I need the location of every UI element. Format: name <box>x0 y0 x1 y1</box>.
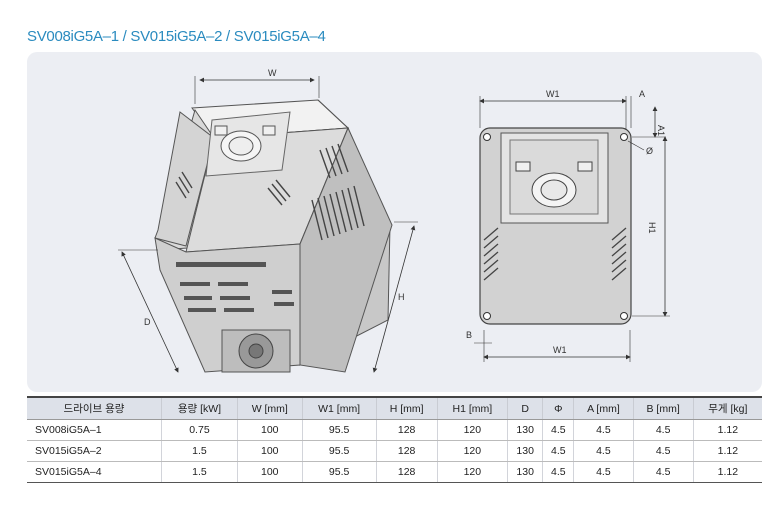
cell: 120 <box>436 419 508 441</box>
col-drive-capacity: 드라이브 용량 <box>27 396 162 420</box>
spec-table: 드라이브 용량 용량 [kW] W [mm] W1 [mm] H [mm] H1… <box>27 396 762 483</box>
col-h: H [mm] <box>375 396 438 420</box>
cell: 4.5 <box>632 419 694 441</box>
cell: 4.5 <box>573 461 634 483</box>
iso-h-label: H <box>398 292 405 302</box>
table-row: SV015iG5A–4 1.5 100 95.5 128 120 130 4.5… <box>27 461 762 483</box>
front-view: W1 A A1 Ø H1 W1 B <box>466 89 670 362</box>
cell: 1.12 <box>692 461 762 483</box>
cell: 1.12 <box>692 419 762 441</box>
col-w: W [mm] <box>236 396 303 420</box>
cell: 95.5 <box>301 461 377 483</box>
cell: 4.5 <box>573 419 634 441</box>
isometric-view: W D H <box>118 68 418 373</box>
cell: 128 <box>375 440 438 462</box>
front-w1-top-label: W1 <box>546 89 560 99</box>
cell: 128 <box>375 419 438 441</box>
front-b-label: B <box>466 330 472 340</box>
table-row: SV008iG5A–1 0.75 100 95.5 128 120 130 4.… <box>27 419 762 441</box>
cell: 4.5 <box>542 419 574 441</box>
front-h1-label: H1 <box>647 222 657 234</box>
cell: 0.75 <box>161 419 238 441</box>
iso-w-label: W <box>268 68 277 78</box>
cell: 100 <box>236 419 303 441</box>
cell: 1.12 <box>692 440 762 462</box>
cell: 4.5 <box>632 440 694 462</box>
col-weight: 무게 [kg] <box>692 396 762 420</box>
col-b: B [mm] <box>632 396 694 420</box>
cell: SV008iG5A–1 <box>27 419 162 441</box>
cell: 130 <box>506 440 543 462</box>
cell: SV015iG5A–2 <box>27 440 162 462</box>
col-w1: W1 [mm] <box>301 396 377 420</box>
cell: 120 <box>436 461 508 483</box>
front-a1-label: A1 <box>656 125 666 136</box>
col-a: A [mm] <box>573 396 634 420</box>
page-title: SV008iG5A–1 / SV015iG5A–2 / SV015iG5A–4 <box>27 28 326 45</box>
front-phi-label: Ø <box>646 146 653 156</box>
col-h1: H1 [mm] <box>436 396 508 420</box>
cell: 130 <box>506 461 543 483</box>
cell: 95.5 <box>301 440 377 462</box>
cell: 130 <box>506 419 543 441</box>
col-phi: Φ <box>542 396 574 420</box>
front-a-label: A <box>639 89 645 99</box>
cell: 95.5 <box>301 419 377 441</box>
cell: 1.5 <box>161 440 238 462</box>
table-header-row: 드라이브 용량 용량 [kW] W [mm] W1 [mm] H [mm] H1… <box>27 396 762 420</box>
cell: 4.5 <box>632 461 694 483</box>
cell: 128 <box>375 461 438 483</box>
col-kw: 용량 [kW] <box>161 396 238 420</box>
cell: 4.5 <box>573 440 634 462</box>
cell: 120 <box>436 440 508 462</box>
table-row: SV015iG5A–2 1.5 100 95.5 128 120 130 4.5… <box>27 440 762 462</box>
cell: 100 <box>236 440 303 462</box>
front-w1-bottom-label: W1 <box>553 345 567 355</box>
cell: 4.5 <box>542 440 574 462</box>
cell: 100 <box>236 461 303 483</box>
col-d: D <box>506 396 543 420</box>
cell: 4.5 <box>542 461 574 483</box>
iso-d-label: D <box>144 317 151 327</box>
cell: SV015iG5A–4 <box>27 461 162 483</box>
cell: 1.5 <box>161 461 238 483</box>
